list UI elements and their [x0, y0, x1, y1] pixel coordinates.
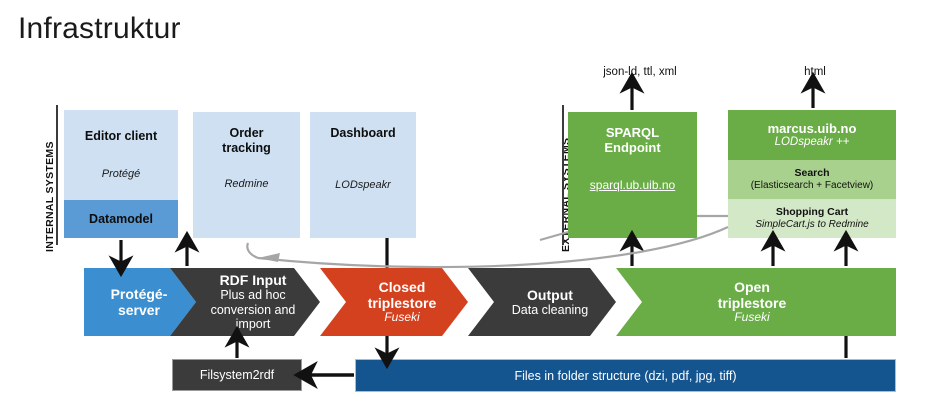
rdf-input-line1: RDF Input: [219, 272, 287, 289]
sparql-endpoint-link[interactable]: sparql.ub.uib.no: [589, 177, 676, 192]
editor-client-box[interactable]: Editor client Protégé Datamodel: [64, 110, 178, 238]
internal-systems-label: INTERNAL SYSTEMS: [44, 141, 56, 252]
order-tracking-title-line1: Order: [229, 126, 264, 140]
marcus-search-section[interactable]: Search (Elasticsearch + Facetview): [728, 160, 896, 199]
external-group-rule: [562, 105, 564, 245]
search-title: Search: [794, 167, 830, 180]
marcus-box[interactable]: marcus.uib.no LODspeakr ++ Search (Elast…: [728, 110, 896, 238]
open-triplestore-line2: triplestore: [717, 295, 787, 312]
files-folder-structure-label: Files in folder structure (dzi, pdf, jpg…: [514, 368, 737, 383]
shopping-cart-subtitle: SimpleCart.js to Redmine: [755, 218, 869, 230]
internal-group-rule: [56, 105, 58, 245]
datamodel-label: Datamodel: [89, 211, 153, 226]
order-tracking-box[interactable]: Order tracking Redmine: [193, 112, 300, 238]
filsystem2rdf-box[interactable]: Filsystem2rdf: [172, 359, 302, 391]
editor-client-title: Editor client: [84, 129, 158, 144]
closed-triplestore-line3: Fuseki: [384, 310, 420, 325]
open-triplestore-line1: Open: [734, 279, 770, 295]
dashboard-box[interactable]: Dashboard LODspeakr: [310, 112, 416, 238]
protege-server-line1: Protégé-: [110, 285, 168, 302]
output-line1: Output: [527, 286, 573, 303]
filsystem2rdf-label: Filsystem2rdf: [199, 368, 275, 382]
closed-triplestore-line1: Closed: [378, 279, 426, 295]
files-folder-structure-box[interactable]: Files in folder structure (dzi, pdf, jpg…: [355, 359, 896, 392]
rdf-input-line3: conversion and: [210, 302, 296, 317]
editor-client-subtitle: Protégé: [101, 167, 141, 180]
sparql-output-caption: json-ld, ttl, xml: [603, 66, 677, 78]
pipeline-stage-protege-server[interactable]: Protégé- server: [84, 268, 196, 336]
closed-triplestore-line2: triplestore: [367, 295, 437, 312]
order-tracking-title-line2: tracking: [222, 140, 271, 155]
rdf-input-line2: Plus ad hoc: [220, 288, 286, 303]
marcus-subtitle: LODspeakr ++: [774, 135, 850, 148]
search-subtitle: (Elasticsearch + Facetview): [750, 179, 874, 191]
shopping-cart-title: Shopping Cart: [775, 206, 849, 219]
pipeline-stage-output[interactable]: Output Data cleaning: [468, 268, 616, 336]
protege-server-line2: server: [117, 302, 161, 318]
pipeline-stage-closed-triplestore[interactable]: Closed triplestore Fuseki: [320, 268, 468, 336]
arrow-shopping-cart-curve-tail: [246, 242, 259, 260]
marcus-output-caption: html: [804, 66, 826, 78]
marcus-cart-section[interactable]: Shopping Cart SimpleCart.js to Redmine: [728, 199, 896, 238]
page-title: Infrastruktur: [18, 12, 181, 45]
sparql-endpoint-box[interactable]: SPARQL Endpoint sparql.ub.uib.no: [568, 112, 697, 238]
pipeline-stage-rdf-input[interactable]: RDF Input Plus ad hoc conversion and imp…: [170, 268, 320, 336]
sparql-title-line1: SPARQL: [605, 125, 660, 140]
rdf-input-line4: import: [235, 317, 271, 332]
open-triplestore-line3: Fuseki: [734, 310, 770, 325]
sparql-title-line2: Endpoint: [604, 140, 661, 156]
output-line2: Data cleaning: [511, 302, 589, 317]
pipeline-stage-open-triplestore[interactable]: Open triplestore Fuseki: [616, 268, 896, 336]
marcus-title: marcus.uib.no: [767, 120, 857, 136]
dashboard-title: Dashboard: [330, 126, 396, 140]
order-tracking-subtitle: Redmine: [224, 177, 269, 190]
arrow-shopping-cart-to-order-tracking-head: [258, 253, 280, 262]
pipeline: Protégé- server RDF Input Plus ad hoc co…: [84, 268, 896, 336]
dashboard-subtitle: LODspeakr: [335, 178, 391, 191]
